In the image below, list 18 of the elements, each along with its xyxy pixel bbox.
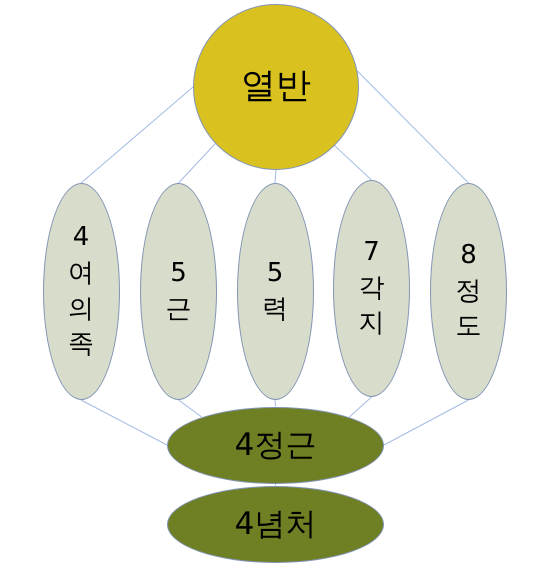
connector-line bbox=[274, 170, 276, 184]
connector-line bbox=[349, 396, 372, 418]
node-label: 4여의족 bbox=[67, 220, 95, 362]
connector-line bbox=[334, 145, 372, 180]
node-label: 4념처 bbox=[234, 504, 316, 544]
node-label: 7각지 bbox=[358, 236, 386, 340]
connector-line bbox=[178, 400, 202, 418]
node-label: 5력 bbox=[261, 256, 289, 326]
connector-line bbox=[178, 143, 216, 184]
node-label: 5근 bbox=[164, 256, 192, 326]
connector-line bbox=[274, 400, 276, 407]
node-label: 열반 bbox=[241, 65, 311, 108]
connector-line bbox=[80, 400, 168, 446]
connector-line bbox=[384, 400, 469, 446]
connector-line bbox=[356, 70, 469, 184]
node-label: 4정근 bbox=[234, 426, 316, 464]
connector-line bbox=[80, 86, 194, 184]
node-label: 8정도 bbox=[454, 238, 482, 344]
